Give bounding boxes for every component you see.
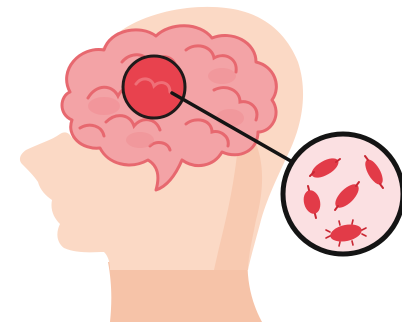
brain-infection-illustration [0,0,402,322]
